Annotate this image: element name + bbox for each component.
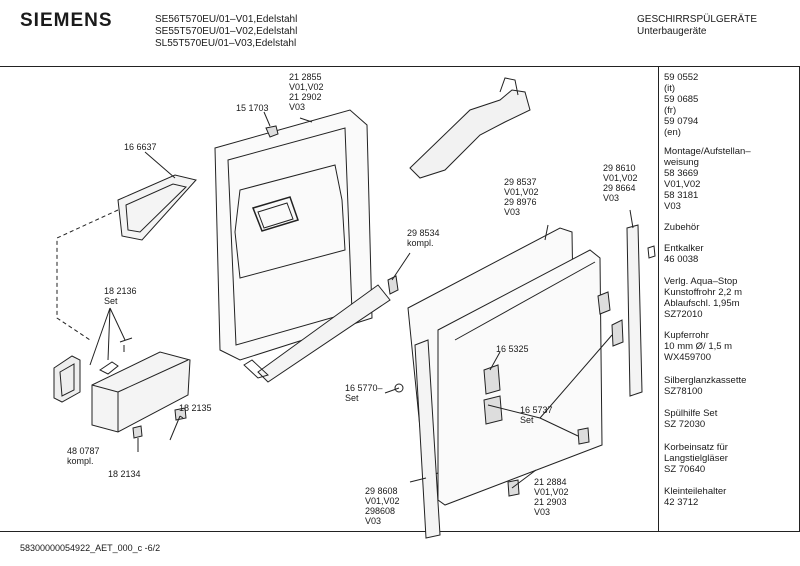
sidebar-glass-insert: Korbeinsatz für Langstielgläser SZ 70640 [664, 442, 728, 475]
door-trim-strip [257, 284, 391, 383]
label-166637: 16 6637 [124, 142, 157, 152]
label-165770: 16 5770– Set [345, 383, 383, 403]
side-strip-left [414, 339, 441, 539]
label-298610: 29 8610 V01,V02 29 8664 V03 [603, 163, 638, 203]
screw [265, 125, 279, 138]
label-165325: 16 5325 [496, 344, 529, 354]
category-subtitle: Unterbaugeräte [637, 26, 707, 37]
sidebar-aquastop: Verlg. Aqua–Stop Kunstoffrohr 2,2 m Abla… [664, 276, 742, 320]
hinge-bracket [409, 89, 531, 179]
dispenser-body [91, 351, 191, 433]
header-rule [0, 66, 800, 67]
sidebar-rule [658, 66, 659, 532]
sidebar-small-parts-holder: Kleinteilehalter 42 3712 [664, 486, 727, 508]
sidebar-manuals: 59 0552 (it) 59 0685 (fr) 59 0794 (en) [664, 72, 699, 138]
label-165737: 16 5737 Set [520, 405, 553, 425]
footer-rule [0, 531, 800, 532]
document-code: 58300000054922_AET_000_c -6/2 [20, 543, 161, 553]
gasket-frame [117, 174, 197, 241]
label-298537: 29 8537 V01,V02 29 8976 V03 [504, 177, 539, 217]
inner-door-panel [214, 109, 373, 361]
label-298608: 29 8608 V01,V02 298608 V03 [365, 486, 400, 526]
label-212855: 21 2855 V01,V02 21 2902 V03 [289, 72, 324, 112]
label-182135: 18 2135 [179, 403, 212, 413]
model-3: SL55T570EU/01–V03,Edelstahl [155, 38, 297, 49]
label-182136: 18 2136 Set [104, 286, 137, 306]
sidebar-descaler: Entkalker 46 0038 [664, 243, 704, 265]
label-298534: 29 8534 kompl. [407, 228, 440, 248]
sidebar-installation: Montage/Aufstellan– weisung 58 3669 V01,… [664, 146, 751, 212]
model-1: SE56T570EU/01–V01,Edelstahl [155, 14, 298, 25]
category-title: GESCHIRRSPÜLGERÄTE [637, 14, 758, 25]
sidebar-accessories-heading: Zubehör [664, 222, 700, 233]
sidebar-rinse-aid: Spülhilfe Set SZ 72030 [664, 408, 718, 430]
label-480787: 48 0787 kompl. [67, 446, 100, 466]
label-182134: 18 2134 [108, 469, 141, 479]
model-2: SE55T570EU/01–V02,Edelstahl [155, 26, 298, 37]
label-151703: 15 1703 [236, 103, 269, 113]
side-strip-right [626, 224, 643, 397]
sidebar-copper-pipe: Kupferrohr 10 mm Ø/ 1,5 m WX459700 [664, 330, 733, 363]
sidebar-silver-cassette: Silberglanzkassette SZ78100 [664, 375, 747, 397]
brand-logo: SIEMENS [20, 10, 113, 31]
label-212884: 21 2884 V01,V02 21 2903 V03 [534, 477, 569, 517]
